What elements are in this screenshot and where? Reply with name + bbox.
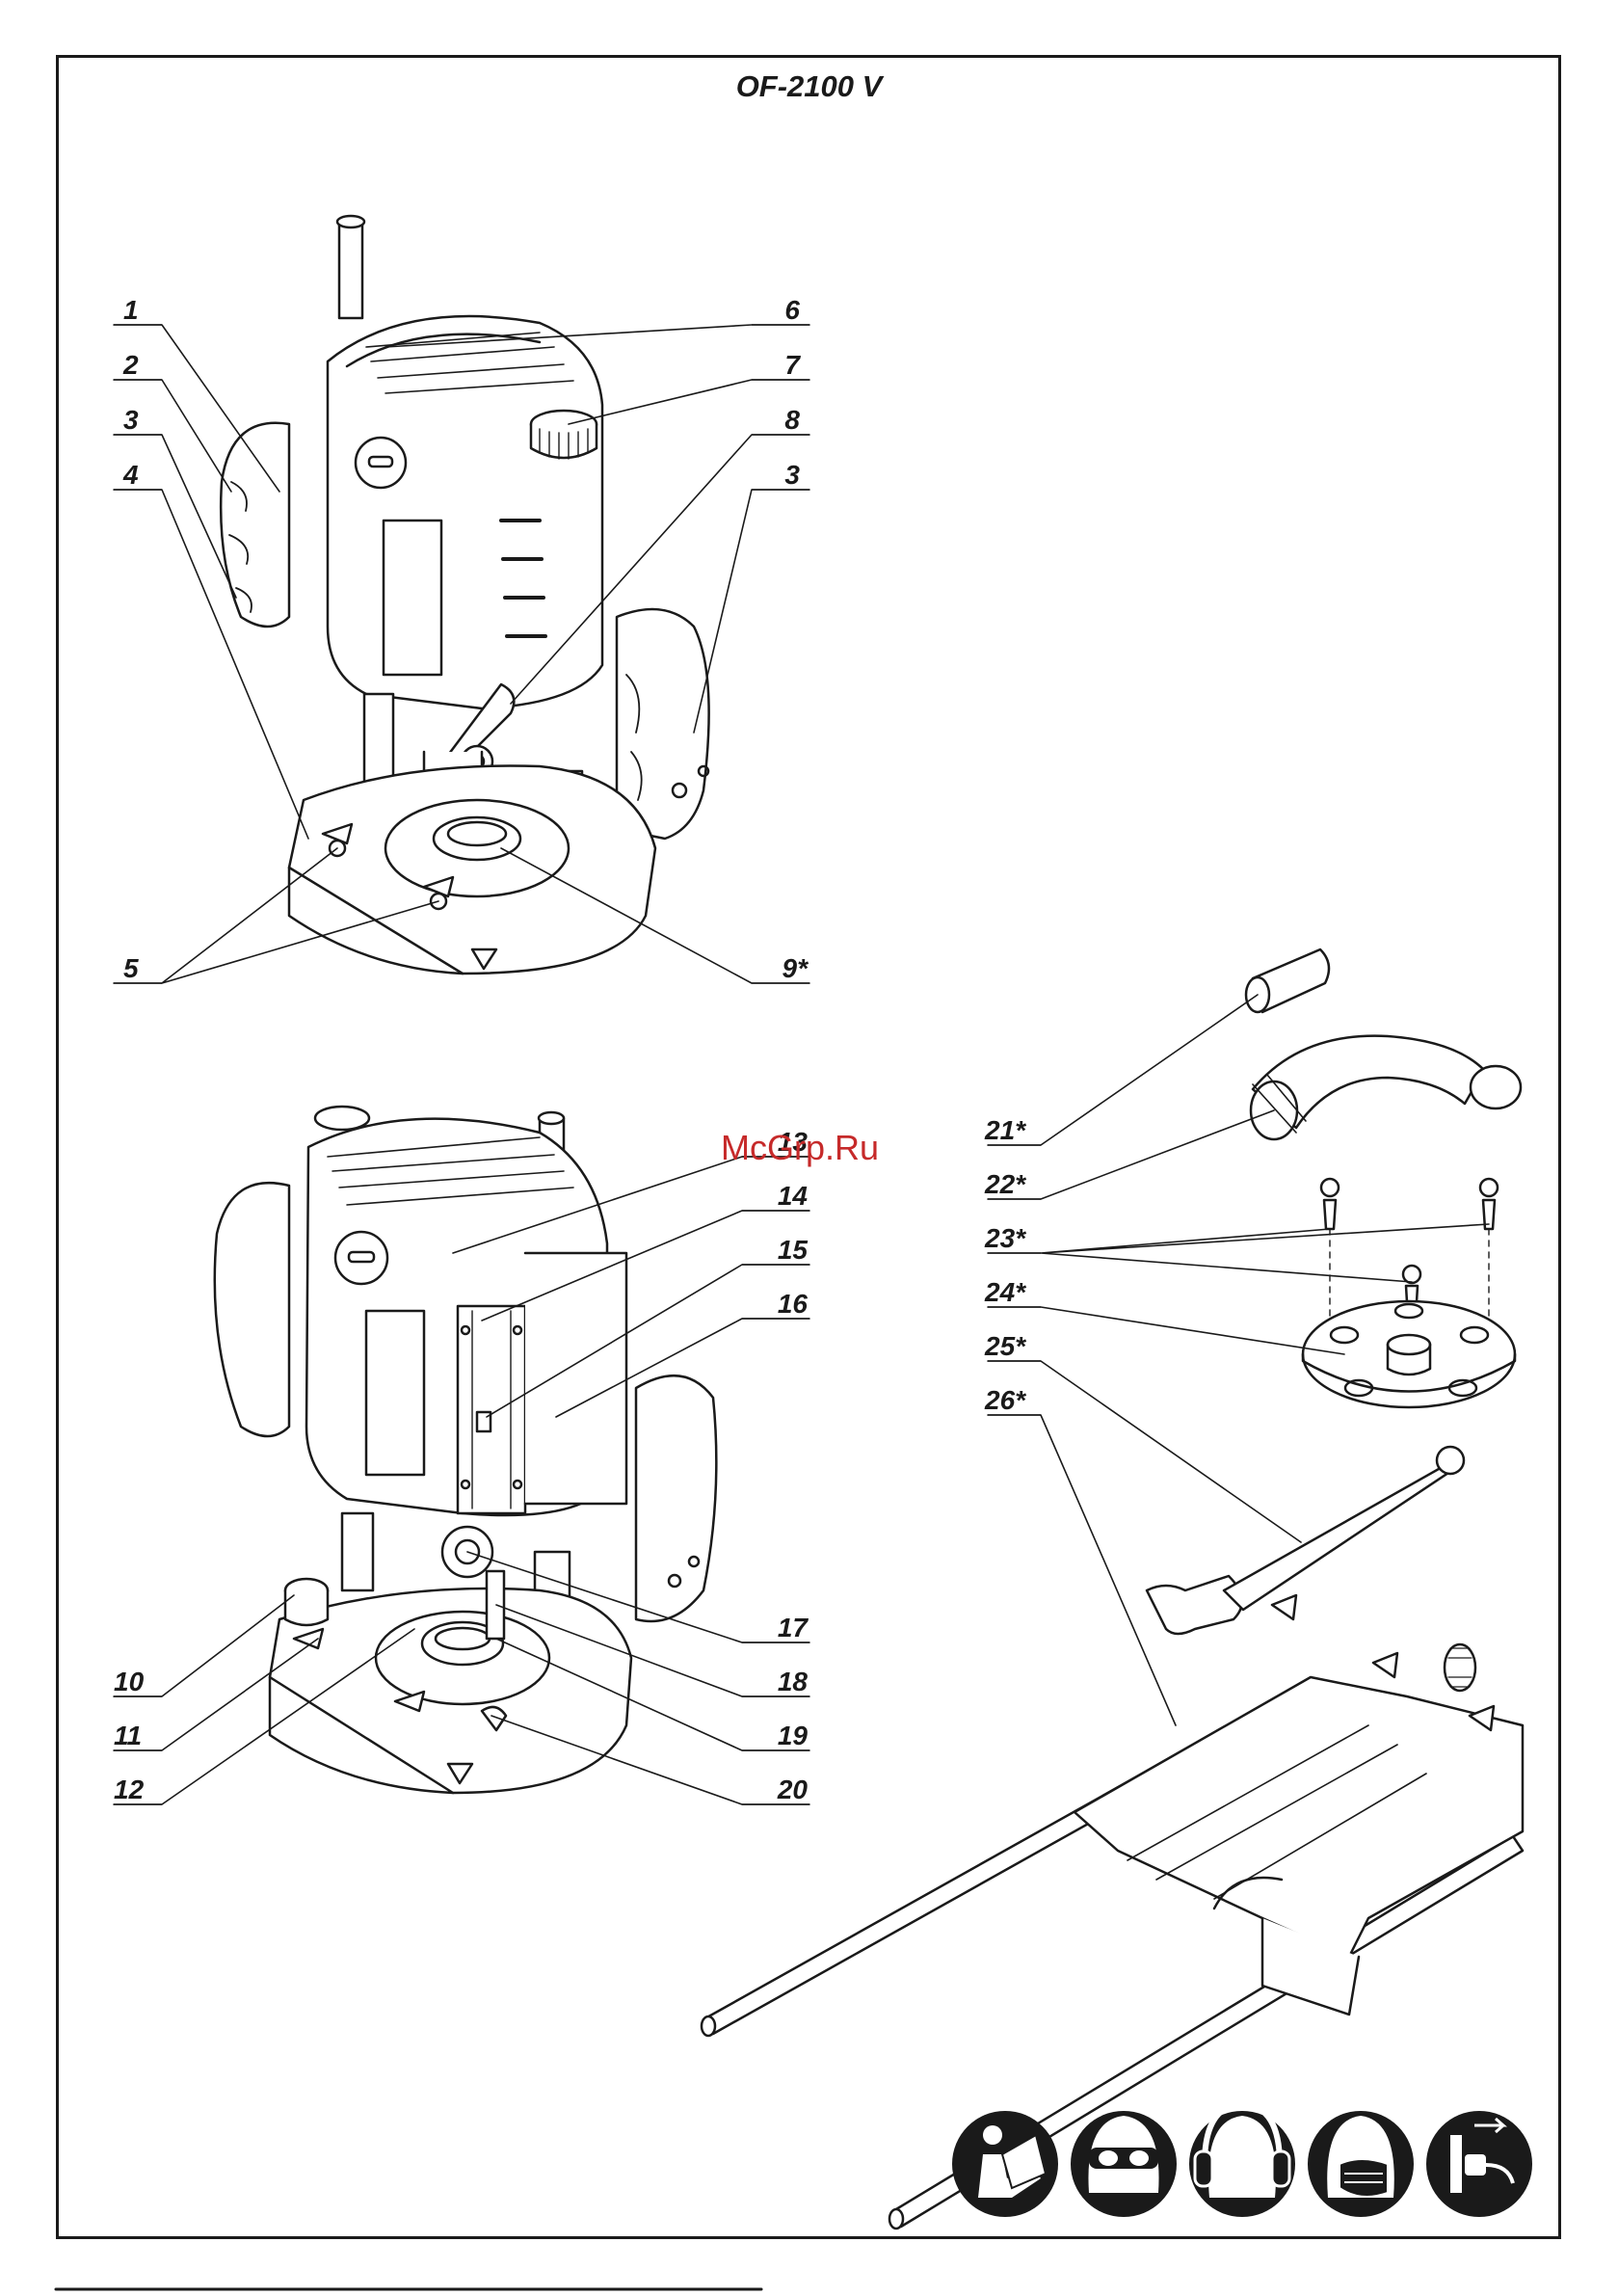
eye-protection-icon <box>1071 2111 1177 2217</box>
unplug-icon <box>1426 2111 1532 2217</box>
part-label-26: 26* <box>985 1387 1025 1414</box>
part-label-6: 6 <box>752 297 800 324</box>
part-label-4: 4 <box>123 462 139 489</box>
part-label-18: 18 <box>742 1669 808 1695</box>
part-label-8: 8 <box>752 407 800 434</box>
part-label-3-right: 3 <box>752 462 800 489</box>
router-bottom-view <box>215 1107 717 1793</box>
safety-icons <box>952 2103 1532 2217</box>
dust-mask-icon <box>1308 2111 1414 2217</box>
part-label-14: 14 <box>742 1183 808 1210</box>
watermark: McGrp.Ru <box>721 1128 879 1168</box>
part-label-1: 1 <box>123 297 139 324</box>
router-top-view <box>221 216 708 974</box>
part-label-23: 23* <box>985 1225 1025 1252</box>
ear-protection-icon <box>1189 2103 1295 2217</box>
part-label-20: 20 <box>742 1776 808 1803</box>
part-label-7: 7 <box>752 352 800 379</box>
part-label-21: 21* <box>985 1117 1025 1144</box>
part-label-19: 19 <box>742 1722 808 1749</box>
part-label-15: 15 <box>742 1237 808 1264</box>
part-label-17: 17 <box>742 1615 808 1642</box>
part-label-12: 12 <box>114 1776 144 1803</box>
part-label-2: 2 <box>123 352 139 379</box>
read-manual-icon <box>952 2111 1058 2217</box>
part-label-5: 5 <box>123 955 139 982</box>
part-label-16: 16 <box>742 1291 808 1318</box>
part-label-3-left: 3 <box>123 407 139 434</box>
part-label-10: 10 <box>114 1669 144 1695</box>
part-label-11: 11 <box>114 1722 142 1749</box>
part-label-22: 22* <box>985 1171 1025 1198</box>
part-label-9: 9* <box>752 955 808 982</box>
part-label-24: 24* <box>985 1279 1025 1306</box>
part-label-25: 25* <box>985 1333 1025 1360</box>
